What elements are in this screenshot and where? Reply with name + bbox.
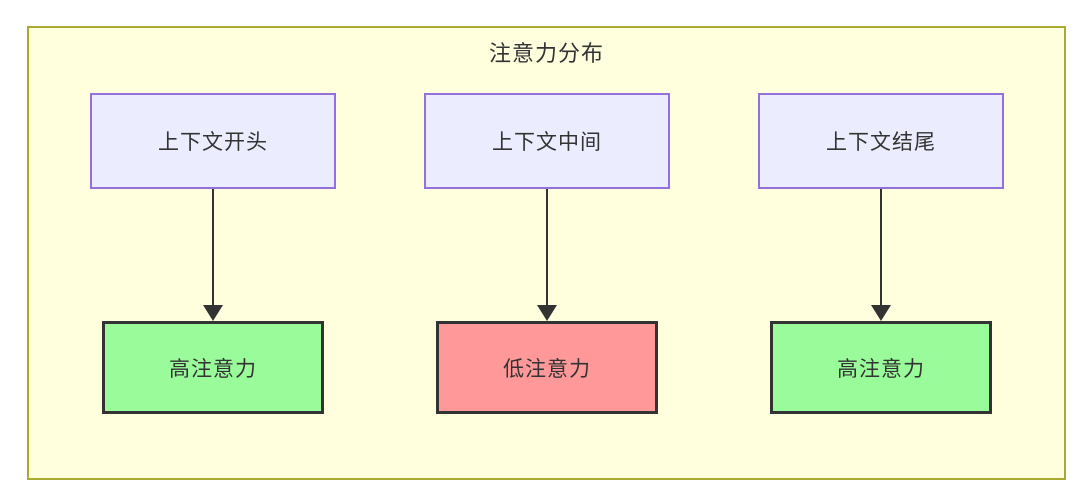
attention-distribution-diagram: 注意力分布 上下文开头 高注意力 上下文中间 低注意力 — [27, 26, 1066, 480]
arrow-down — [871, 189, 891, 321]
target-node-high-attention: 高注意力 — [102, 321, 324, 414]
source-node-label: 上下文开头 — [158, 131, 268, 154]
arrow-down — [537, 189, 557, 321]
target-node-label: 低注意力 — [503, 357, 591, 381]
target-node-label: 高注意力 — [169, 357, 257, 381]
flow-column-context-start: 上下文开头 高注意力 — [90, 93, 336, 414]
source-node-context-middle: 上下文中间 — [424, 93, 670, 189]
arrowhead-icon — [537, 305, 557, 321]
source-node-label: 上下文结尾 — [826, 131, 936, 154]
diagram-title: 注意力分布 — [488, 41, 604, 66]
source-node-context-end: 上下文结尾 — [758, 93, 1004, 189]
arrow-line — [880, 189, 882, 305]
target-node-high-attention: 高注意力 — [770, 321, 992, 414]
target-node-label: 高注意力 — [837, 357, 925, 381]
arrowhead-icon — [203, 305, 223, 321]
flow-column-context-middle: 上下文中间 低注意力 — [424, 93, 670, 414]
arrowhead-icon — [871, 305, 891, 321]
arrow-line — [546, 189, 548, 305]
arrow-line — [212, 189, 214, 305]
source-node-label: 上下文中间 — [492, 131, 602, 154]
target-node-low-attention: 低注意力 — [436, 321, 658, 414]
flow-column-context-end: 上下文结尾 高注意力 — [758, 93, 1004, 414]
arrow-down — [203, 189, 223, 321]
source-node-context-start: 上下文开头 — [90, 93, 336, 189]
